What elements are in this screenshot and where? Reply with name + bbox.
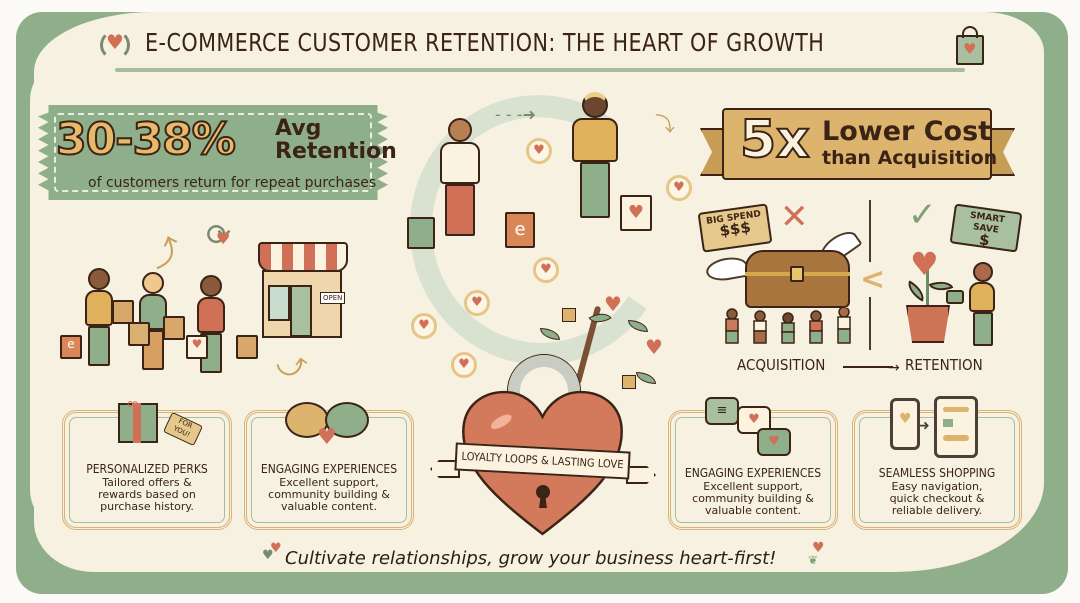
x-mark-icon: ✕ xyxy=(780,197,809,237)
customer-figure xyxy=(85,268,113,366)
heart-sprout-icon: ♥ xyxy=(812,540,825,556)
cycle-arrows-icon xyxy=(100,30,130,60)
card-title: ENGAGING EXPERIENCES xyxy=(684,466,822,480)
cost-banner xyxy=(722,108,992,180)
card-desc-line: community building & xyxy=(692,492,814,505)
heart-icon: ♥ xyxy=(106,30,124,54)
phone-icon: ♥ xyxy=(890,398,920,450)
card-desc-line: valuable content. xyxy=(705,504,801,517)
flower-pot-icon xyxy=(906,305,950,343)
retention-subtitle: of customers return for repeat purchases xyxy=(88,175,377,191)
gift-bow-icon: ∞ xyxy=(126,394,140,413)
title-underline xyxy=(115,68,965,72)
chest-lock-icon xyxy=(790,266,804,282)
heart-icon: ♥ xyxy=(262,548,274,563)
arrow-right-icon: → xyxy=(888,360,900,376)
card-desc-line: rewards based on xyxy=(98,488,196,501)
page-title: E-COMMERCE CUSTOMER RETENTION: THE HEART… xyxy=(145,28,825,57)
acquisition-label: ACQUISITION xyxy=(737,356,826,374)
sprout-leaves-icon: ❦ xyxy=(808,553,819,567)
heart-icon: ♥ xyxy=(645,335,663,359)
gardener-figure xyxy=(965,262,995,346)
shopping-bag-icon xyxy=(407,217,435,249)
retention-label: Retention xyxy=(275,139,397,164)
card-desc-line: community building & xyxy=(268,488,390,501)
card-title: ENGAGING EXPERIENCES xyxy=(260,462,398,476)
heart-flower-icon: ♥ xyxy=(910,245,939,283)
cost-sublabel: than Acquisition xyxy=(822,147,998,169)
heart-pin-icon: ♥ xyxy=(451,352,477,378)
heart-pin-icon: ♥ xyxy=(411,313,437,339)
chat-bubble-icon: ≡ xyxy=(705,397,739,425)
card-desc-line: valuable content. xyxy=(281,500,377,513)
heart-icon: ♥ xyxy=(604,292,622,316)
card-desc-line: quick checkout & xyxy=(889,492,985,505)
shopping-bag-icon xyxy=(163,316,185,340)
card-title: PERSONALIZED PERKS xyxy=(86,462,208,476)
card-description: Easy navigation, quick checkout & reliab… xyxy=(852,481,1022,517)
shopping-bag-icon xyxy=(112,300,134,324)
card-desc-line: Excellent support, xyxy=(703,480,803,493)
arrow-line xyxy=(843,366,893,368)
shop-door xyxy=(290,285,312,337)
mini-bag-icon xyxy=(622,375,636,389)
heart-icon: ♥ xyxy=(963,40,977,58)
heart-icon: ♥ xyxy=(317,425,337,450)
gift-ribbon xyxy=(133,403,141,443)
refresh-cycle-icon: ⟳ xyxy=(206,218,232,253)
arrow-right-icon: ➜ xyxy=(918,418,930,434)
card-description: Tailored offers & rewards based on purch… xyxy=(62,477,232,513)
chat-bubble-heart-icon: ♥ xyxy=(737,406,771,434)
less-than-symbol: < xyxy=(856,262,890,297)
open-sign: OPEN xyxy=(320,292,346,304)
cost-multiplier: 5x xyxy=(739,109,811,171)
heart-icon: ♥ xyxy=(270,541,282,556)
keyhole-slot xyxy=(539,494,547,508)
curved-down-arrow-icon: ⤵ xyxy=(655,112,675,136)
cost-label: Lower Cost xyxy=(822,116,992,147)
chat-bubble-heart-icon: ♥ xyxy=(757,428,791,456)
card-desc-line: Excellent support, xyxy=(279,476,379,489)
card-desc-line: Tailored offers & xyxy=(102,476,192,489)
card-desc-line: Easy navigation, xyxy=(891,480,983,493)
customer-figure xyxy=(197,275,225,373)
keyhole-icon xyxy=(536,485,550,499)
retention-label-avg: Avg xyxy=(275,116,322,141)
shopping-bag-icon xyxy=(128,322,150,346)
shopping-bag-heart-icon: ♥ xyxy=(186,335,208,359)
card-desc-line: reliable delivery. xyxy=(891,504,983,517)
speech-bubble-icon xyxy=(325,402,369,438)
card-desc-line: purchase history. xyxy=(100,500,194,513)
check-mark-icon: ✓ xyxy=(908,195,937,235)
dashed-arrow-icon: - - -➜ xyxy=(495,105,536,124)
plant-stem xyxy=(926,265,929,307)
shopping-bag-icon: e xyxy=(505,212,535,248)
mini-bag-icon xyxy=(562,308,576,322)
footer-tagline: Cultivate relationships, grow your busin… xyxy=(285,548,777,569)
retention-stat-ticket xyxy=(38,105,388,200)
curved-arrow-icon: ⤻ xyxy=(273,345,311,386)
card-description: Excellent support, community building & … xyxy=(244,477,414,513)
shopping-bag-icon: e xyxy=(60,335,82,359)
shopping-bag-icon xyxy=(236,335,258,359)
card-description: Excellent support, community building & … xyxy=(668,481,838,517)
heart-pin-icon: ♥ xyxy=(464,290,490,316)
shop-awning xyxy=(258,242,348,272)
bag-handle xyxy=(962,26,978,38)
customer-figure xyxy=(440,118,480,236)
shopping-bag-heart-icon: ♥ xyxy=(620,195,652,231)
heart-pin-icon: ♥ xyxy=(666,175,692,201)
heart-pin-icon: ♥ xyxy=(526,138,552,164)
retention-value: 30-38% xyxy=(55,113,237,166)
retention-label-bottom: RETENTION xyxy=(905,356,983,374)
shop-window xyxy=(268,285,290,321)
heart-icon: ♥ xyxy=(216,229,231,248)
shopping-bag-icon: ♥ xyxy=(956,35,984,65)
heart-pin-icon: ♥ xyxy=(533,257,559,283)
watering-can-icon xyxy=(946,290,964,304)
card-title: SEAMLESS SHOPPING xyxy=(878,466,996,480)
customer-figure xyxy=(572,92,618,218)
people-pushing-icon xyxy=(725,308,851,344)
tablet-icon xyxy=(934,396,978,458)
